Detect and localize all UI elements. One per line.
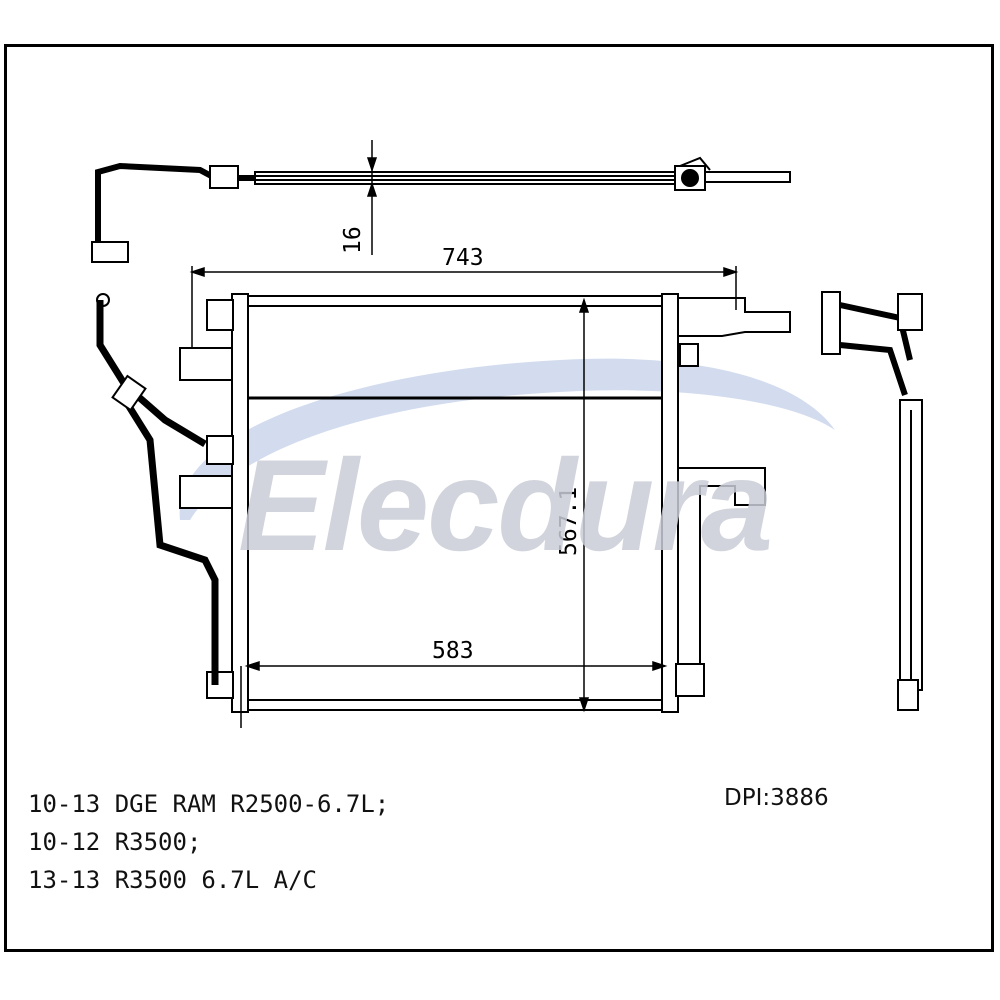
watermark-text: Elecdura <box>238 432 773 578</box>
dim-thickness-label: 16 <box>340 226 366 254</box>
dimension-743 <box>189 266 739 372</box>
part-number: DPI:3886 <box>724 785 829 811</box>
dimension-583 <box>240 660 668 728</box>
top-view <box>91 156 791 263</box>
application-line: 10-12 R3500; <box>28 828 202 856</box>
dim-height-core-label: 567.1 <box>556 487 582 556</box>
application-line: 10-13 DGE RAM R2500-6.7L; <box>28 790 390 818</box>
dim-width-core-label: 583 <box>432 638 474 664</box>
front-view <box>96 293 791 713</box>
dim-width-overall-label: 743 <box>442 245 484 271</box>
dimension-16 <box>366 140 378 255</box>
drawing-frame <box>4 44 994 952</box>
dimension-567 <box>578 297 590 713</box>
application-notes: 10-13 DGE RAM R2500-6.7L; 10-12 R3500; 1… <box>28 785 389 899</box>
side-view <box>821 291 923 711</box>
application-line: 13-13 R3500 6.7L A/C <box>28 866 317 894</box>
